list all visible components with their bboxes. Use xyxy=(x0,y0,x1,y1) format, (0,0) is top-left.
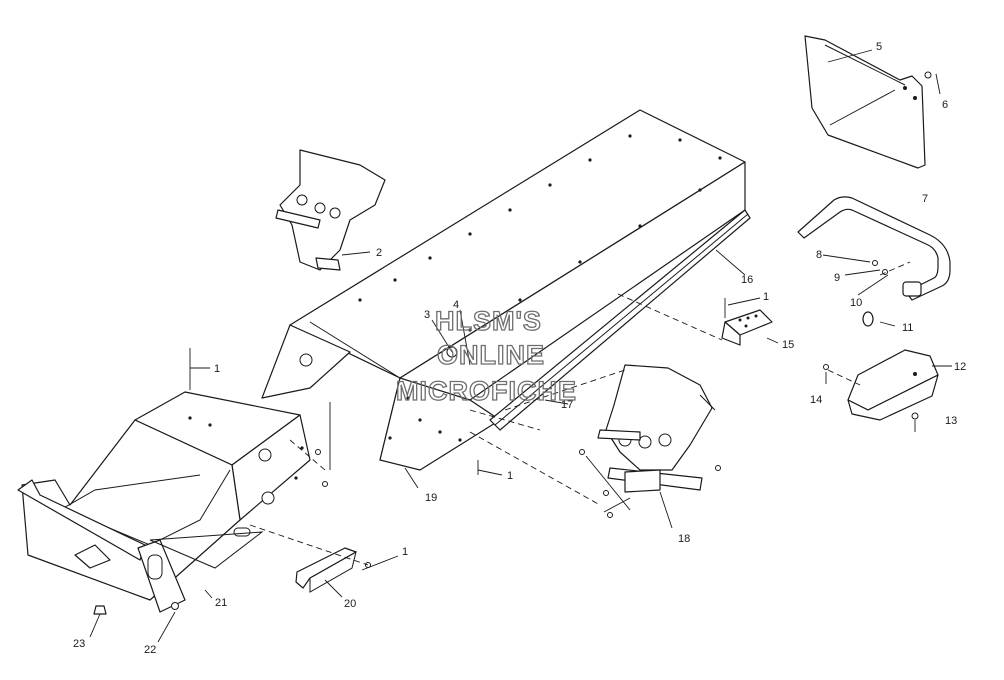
callout-15: 15 xyxy=(782,339,794,351)
bumper-part-7 xyxy=(797,196,951,301)
bracket-part-2 xyxy=(275,149,386,271)
panel-part-12 xyxy=(847,349,939,421)
callout-21: 21 xyxy=(215,597,227,609)
callout-7: 7 xyxy=(922,193,928,205)
callout-14: 14 xyxy=(810,394,822,406)
callout-19: 19 xyxy=(425,492,437,504)
callout-18: 18 xyxy=(678,533,690,545)
callout-10: 10 xyxy=(850,297,862,309)
callout-22: 22 xyxy=(144,644,156,656)
watermark: HLSM'S ONLINE MICROFICHE xyxy=(395,305,577,406)
callout-17: 17 xyxy=(561,399,573,411)
callout-1-tunnel-bottom: 1 xyxy=(507,470,513,482)
callout-3: 3 xyxy=(424,309,430,321)
callout-8: 8 xyxy=(816,249,822,261)
watermark-line-3: MICROFICHE xyxy=(396,376,577,406)
bracket-part-18 xyxy=(597,364,716,493)
flap-part-5 xyxy=(804,35,926,169)
tunnel-part xyxy=(261,109,751,471)
callout-23: 23 xyxy=(73,638,85,650)
callout-4: 4 xyxy=(453,299,459,311)
callout-1-left: 1 xyxy=(214,363,220,375)
watermark-line-1: HLSM'S xyxy=(435,306,542,336)
callout-1-clip: 1 xyxy=(402,546,408,558)
callout-9: 9 xyxy=(834,272,840,284)
watermark-line-2: ONLINE xyxy=(437,340,545,370)
alignment-lines xyxy=(249,261,911,566)
step-part-15 xyxy=(721,309,773,346)
callout-labels: 1 2 3 4 5 6 7 8 9 10 11 12 13 14 15 16 1… xyxy=(73,41,966,656)
bulkhead-part xyxy=(17,391,311,613)
callout-12: 12 xyxy=(954,361,966,373)
callout-13: 13 xyxy=(945,415,957,427)
callout-1-step: 1 xyxy=(763,291,769,303)
callout-6: 6 xyxy=(942,99,948,111)
tunnel-rivets xyxy=(358,134,722,442)
callout-11: 11 xyxy=(902,322,913,334)
callout-2: 2 xyxy=(376,247,382,259)
callout-20: 20 xyxy=(344,598,356,610)
leader-lines xyxy=(89,49,952,643)
fasteners xyxy=(93,71,932,615)
callout-16: 16 xyxy=(741,274,753,286)
callout-5: 5 xyxy=(876,41,882,53)
clip-part-20 xyxy=(295,547,357,593)
